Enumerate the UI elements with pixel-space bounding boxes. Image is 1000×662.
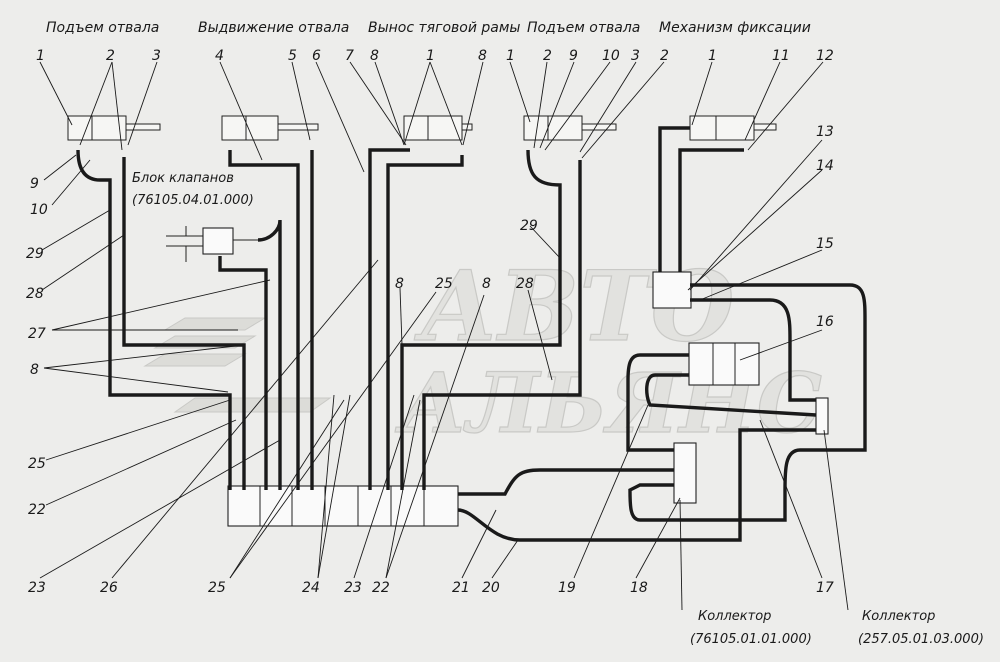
callout-top-3b: 3	[631, 48, 640, 64]
callout-bottom-18: 18	[630, 580, 648, 596]
callout-bottom-22: 22	[372, 580, 390, 596]
callout-left-25: 25	[28, 456, 46, 472]
callout-mid-28: 28	[516, 276, 534, 292]
callout-right-15: 15	[816, 236, 834, 252]
callout-left-29: 29	[26, 246, 44, 262]
callout-top-11: 11	[772, 48, 790, 64]
watermark-logo	[143, 317, 332, 413]
callout-mid-8a: 8	[395, 276, 404, 292]
callout-top-2b: 2	[543, 48, 552, 64]
callout-left-23: 23	[28, 580, 46, 596]
callout-bottom-24: 24	[302, 580, 320, 596]
callout-left-8: 8	[30, 362, 39, 378]
title-drawbar-offset: Вынос тяговой рамы	[368, 20, 520, 36]
callout-top-1: 1	[36, 48, 45, 64]
callout-mid-8b: 8	[482, 276, 491, 292]
collector-1-body	[673, 442, 697, 504]
callout-top-1c: 1	[506, 48, 515, 64]
callout-right-13: 13	[816, 124, 834, 140]
callout-mid-29: 29	[520, 218, 538, 234]
cylinder-blade-lift-left	[67, 115, 161, 141]
title-blade-extension: Выдвижение отвала	[198, 20, 349, 36]
callout-top-3: 3	[152, 48, 161, 64]
callout-top-2c: 2	[660, 48, 669, 64]
title-lock-mechanism: Механизм фиксации	[659, 20, 811, 36]
callout-top-10: 10	[602, 48, 620, 64]
title-blade-lift-right: Подъем отвала	[527, 20, 640, 36]
collector-2-body	[815, 397, 829, 435]
collector-1-code: (76105.01.01.000)	[690, 632, 812, 647]
callout-top-6: 6	[312, 48, 321, 64]
block-16	[688, 342, 760, 386]
valve-block-code: (76105.04.01.000)	[132, 193, 254, 208]
callout-left-10: 10	[30, 202, 48, 218]
callout-bottom-26: 26	[100, 580, 118, 596]
callout-top-7: 7	[345, 48, 354, 64]
callout-top-8b: 8	[478, 48, 487, 64]
callout-mid-25: 25	[435, 276, 453, 292]
callout-bottom-25: 25	[208, 580, 226, 596]
cylinder-drawbar-offset	[403, 115, 473, 141]
collector-2-title: Коллектор	[862, 609, 935, 624]
collector-2-code: (257.05.01.03.000)	[858, 632, 984, 647]
hose-lines	[76, 126, 867, 542]
distributor-bank	[227, 485, 459, 527]
callout-right-17: 17	[816, 580, 834, 596]
callout-bottom-23: 23	[344, 580, 362, 596]
callout-bottom-20: 20	[482, 580, 500, 596]
callout-left-28: 28	[26, 286, 44, 302]
callout-right-14: 14	[816, 158, 834, 174]
cylinder-lock-mechanism	[689, 115, 777, 141]
lock-valve	[652, 271, 692, 309]
callout-left-22: 22	[28, 502, 46, 518]
collector-1-title: Коллектор	[698, 609, 771, 624]
callout-top-12: 12	[816, 48, 834, 64]
callout-right-16: 16	[816, 314, 834, 330]
callout-left-27: 27	[28, 326, 46, 342]
valve-block-title: Блок клапанов	[132, 171, 234, 186]
callout-top-1b: 1	[426, 48, 435, 64]
callout-top-1d: 1	[708, 48, 717, 64]
callout-bottom-19: 19	[558, 580, 576, 596]
callout-top-8a: 8	[370, 48, 379, 64]
callout-bottom-21: 21	[452, 580, 470, 596]
leader-lines	[39, 61, 849, 611]
valve-block	[166, 226, 258, 262]
callout-left-9: 9	[30, 176, 39, 192]
cylinder-blade-extension	[221, 115, 319, 141]
callout-top-4: 4	[215, 48, 224, 64]
callout-top-5: 5	[288, 48, 297, 64]
title-blade-lift-left: Подъем отвала	[46, 20, 159, 36]
callout-top-2: 2	[106, 48, 115, 64]
callout-top-9: 9	[569, 48, 578, 64]
cylinder-blade-lift-right	[523, 115, 617, 141]
